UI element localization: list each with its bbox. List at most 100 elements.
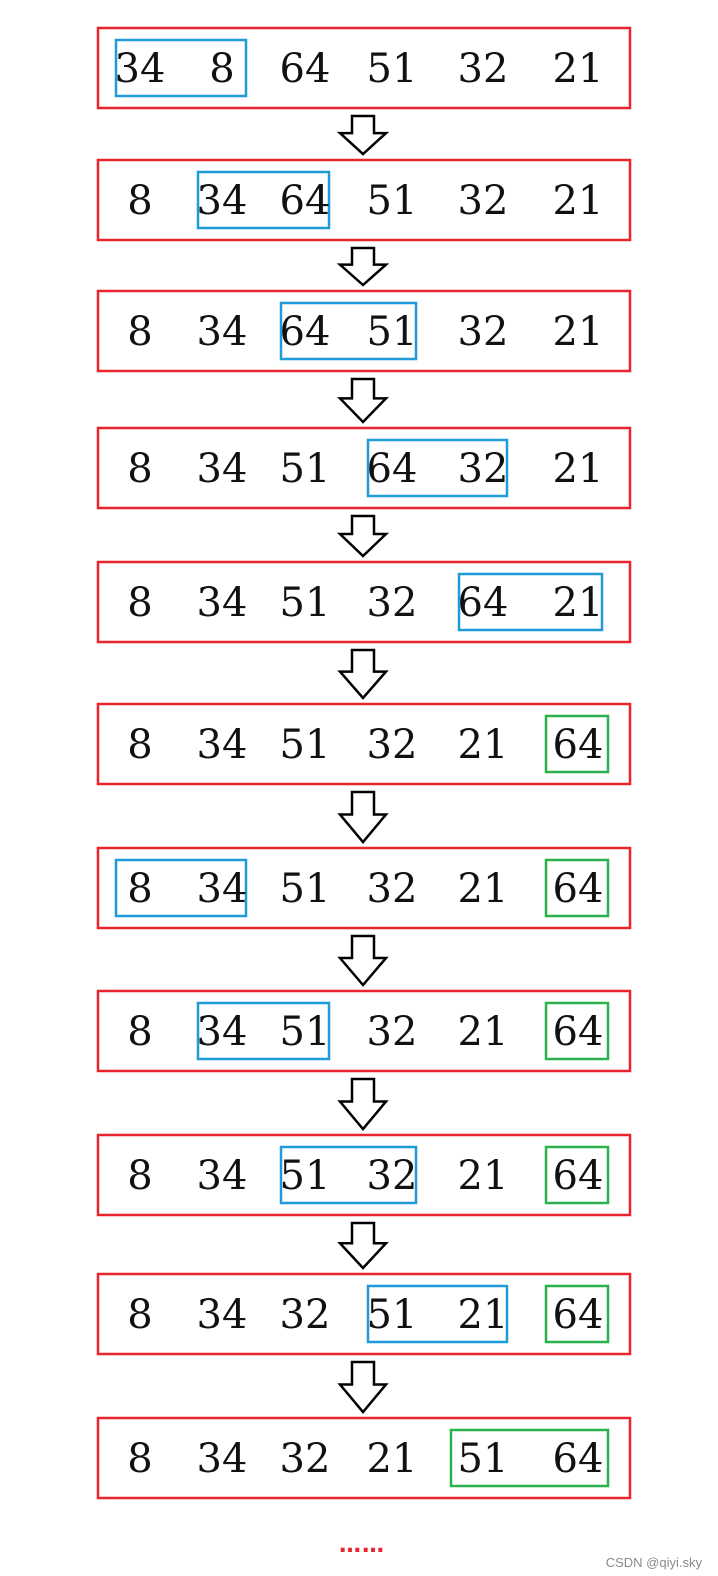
row-frame — [96, 26, 632, 110]
compare-box — [114, 858, 248, 918]
row-frame — [96, 289, 632, 373]
compare-box — [196, 170, 331, 230]
sorted-box — [449, 1428, 610, 1488]
down-arrow-icon — [337, 1077, 389, 1131]
value-cell: 34 — [197, 722, 248, 768]
value-cell: 51 — [280, 866, 331, 912]
row-frame — [96, 158, 632, 242]
value-cell: 32 — [458, 309, 509, 355]
value-cell: 34 — [197, 1009, 248, 1055]
value-cell: 34 — [197, 1153, 248, 1199]
value-cell: 51 — [280, 580, 331, 626]
value-cell: 32 — [367, 580, 418, 626]
value-cell: 64 — [553, 866, 604, 912]
value-cell: 21 — [553, 446, 604, 492]
down-arrow-icon — [336, 114, 390, 156]
value-cell: 51 — [367, 46, 418, 92]
sorted-box — [544, 858, 610, 918]
value-cell: 51 — [367, 178, 418, 224]
value-cell: 34 — [197, 580, 248, 626]
value-cell: 8 — [127, 178, 152, 224]
row-frame — [96, 1416, 632, 1500]
row-frame — [96, 702, 632, 786]
compare-box — [196, 1001, 331, 1061]
sorted-box — [544, 1001, 610, 1061]
compare-box — [457, 572, 604, 632]
step-row: 8 34 51 32 64 21 — [96, 560, 632, 644]
down-arrow-icon — [336, 514, 390, 558]
value-cell: 21 — [553, 46, 604, 92]
continuation-ellipsis: …… — [339, 1533, 385, 1558]
value-cell: 8 — [127, 1009, 152, 1055]
sorted-box — [544, 714, 610, 774]
sorted-box — [544, 1284, 610, 1344]
value-cell: 51 — [367, 309, 418, 355]
value-cell: 21 — [458, 866, 509, 912]
down-arrow-icon — [337, 1360, 389, 1414]
value-cell: 21 — [458, 1153, 509, 1199]
value-cell: 51 — [367, 1292, 418, 1338]
compare-box — [279, 1145, 418, 1205]
value-cell: 64 — [553, 1009, 604, 1055]
value-cell: 8 — [127, 446, 152, 492]
value-cell: 51 — [280, 1153, 331, 1199]
value-cell: 64 — [280, 178, 331, 224]
value-cell: 21 — [553, 178, 604, 224]
value-cell: 32 — [280, 1292, 331, 1338]
value-cell: 8 — [127, 309, 152, 355]
step-row: 8 34 64 51 32 21 — [96, 289, 632, 373]
value-cell: 21 — [458, 722, 509, 768]
value-cell: 21 — [553, 309, 604, 355]
value-cell: 51 — [280, 446, 331, 492]
value-cell: 64 — [458, 580, 509, 626]
down-arrow-icon — [337, 648, 389, 700]
value-cell: 8 — [127, 1292, 152, 1338]
value-cell: 32 — [458, 446, 509, 492]
value-cell: 8 — [127, 866, 152, 912]
down-arrow-icon — [336, 246, 390, 287]
row-frame — [96, 989, 632, 1073]
value-cell: 34 — [197, 309, 248, 355]
value-cell: 21 — [367, 1436, 418, 1482]
value-cell: 32 — [280, 1436, 331, 1482]
step-row: 8 34 51 64 32 21 — [96, 426, 632, 510]
row-frame — [96, 846, 632, 930]
value-cell: 64 — [367, 446, 418, 492]
value-cell: 64 — [553, 1436, 604, 1482]
watermark: CSDN @qiyi.sky — [605, 1555, 702, 1570]
row-frame — [96, 426, 632, 510]
value-cell: 32 — [367, 722, 418, 768]
compare-box — [279, 301, 418, 361]
value-cell: 21 — [458, 1292, 509, 1338]
value-cell: 34 — [197, 866, 248, 912]
value-cell: 64 — [280, 46, 331, 92]
value-cell: 8 — [127, 580, 152, 626]
value-cell: 8 — [127, 1436, 152, 1482]
step-row: 8 34 32 51 21 64 — [96, 1272, 632, 1356]
value-cell: 34 — [197, 1292, 248, 1338]
value-cell: 21 — [458, 1009, 509, 1055]
value-cell: 34 — [197, 1436, 248, 1482]
value-cell: 8 — [209, 46, 234, 92]
compare-box — [366, 438, 509, 498]
value-cell: 51 — [458, 1436, 509, 1482]
value-cell: 34 — [115, 46, 166, 92]
row-frame — [96, 1272, 632, 1356]
value-cell: 64 — [280, 309, 331, 355]
down-arrow-icon — [337, 934, 389, 987]
value-cell: 32 — [458, 178, 509, 224]
value-cell: 8 — [127, 722, 152, 768]
down-arrow-icon — [337, 377, 389, 424]
value-cell: 21 — [553, 580, 604, 626]
value-cell: 34 — [197, 446, 248, 492]
value-cell: 64 — [553, 1292, 604, 1338]
value-cell: 64 — [553, 1153, 604, 1199]
value-cell: 32 — [367, 1009, 418, 1055]
